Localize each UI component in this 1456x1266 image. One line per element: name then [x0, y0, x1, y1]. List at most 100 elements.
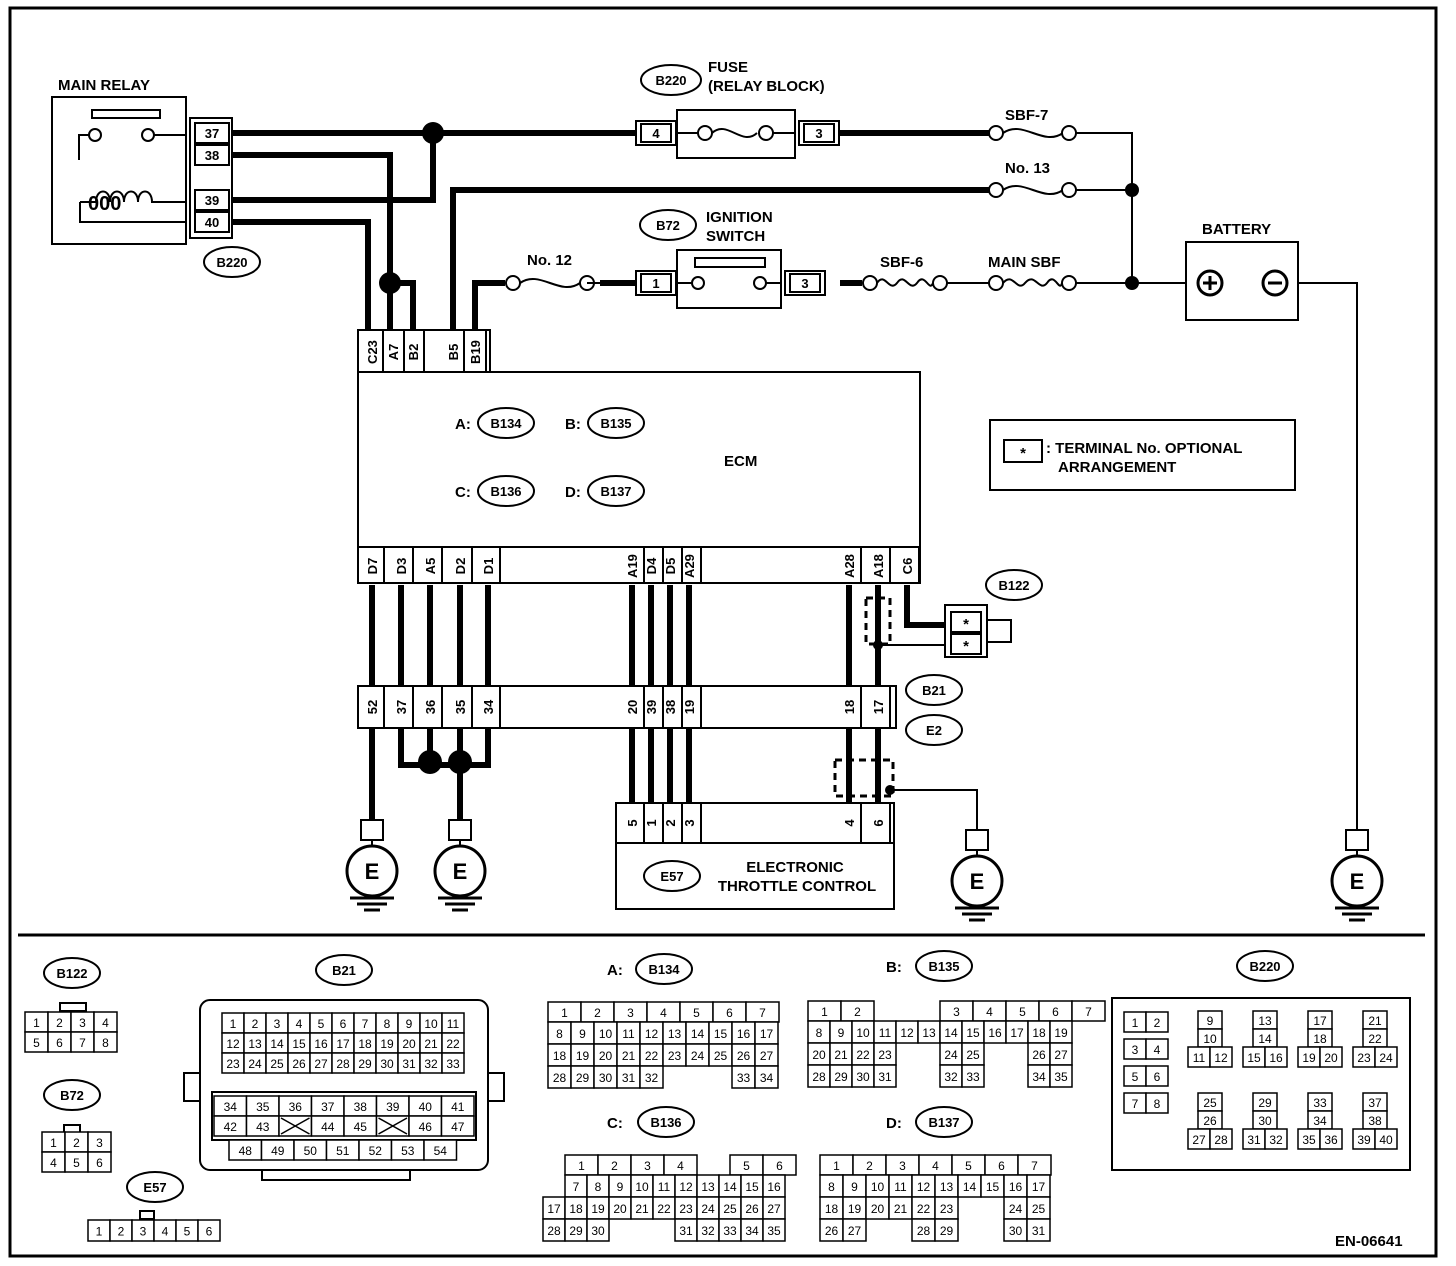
layout-cell	[842, 1218, 867, 1242]
layout-pin-number: 2	[118, 1225, 125, 1239]
layout-pin-number: 26	[1203, 1114, 1217, 1128]
layout-pin-number: 25	[270, 1057, 284, 1071]
connector-tag	[1236, 950, 1294, 982]
layout-cell	[1264, 1046, 1288, 1068]
layout-pin-number: 14	[270, 1037, 284, 1051]
layout-pin-number: 30	[1258, 1114, 1272, 1128]
layout-pin-number: 31	[679, 1224, 693, 1238]
layout-pin-number: 36	[1324, 1133, 1338, 1147]
b122-pin-number: *	[963, 616, 969, 633]
layout-pin-number: 2	[252, 1017, 259, 1031]
layout-pin-number: 6	[998, 1159, 1005, 1173]
note-line2: ARRANGEMENT	[1058, 459, 1176, 476]
connector-tag	[587, 407, 645, 439]
junction-dot	[1125, 183, 1139, 197]
ignition-pin-number: 3	[801, 276, 808, 291]
ecm-bottom-pin-number: A18	[871, 554, 886, 578]
connector-tag-label: B21	[332, 963, 356, 978]
layout-cell	[1026, 1218, 1051, 1242]
layout-pin-number: 22	[917, 1202, 931, 1216]
layout-pin-number: 28	[917, 1224, 931, 1238]
layout-pin-number: 4	[677, 1159, 684, 1173]
ecm-bottom-pin-number: A28	[842, 554, 857, 578]
ecm-top-pin-number: B2	[406, 344, 421, 361]
layout-pin-number: 49	[271, 1144, 285, 1158]
layout-pin-number: 28	[553, 1071, 567, 1085]
layout-pin-number: 1	[1132, 1016, 1139, 1030]
ecm-bottom-pin-number: D2	[453, 558, 468, 575]
ignition-sublabel: SWITCH	[706, 228, 765, 245]
layout-pin-number: 12	[1214, 1051, 1228, 1065]
sbf6-fuse-icon	[876, 278, 934, 287]
prefix-c: C:	[455, 484, 471, 501]
connector-tag	[635, 953, 693, 985]
layout-pin-number: 24	[691, 1049, 705, 1063]
layout-pin-number: 18	[825, 1202, 839, 1216]
layout-pin-number: 8	[828, 1180, 835, 1194]
connector-layouts: B122 B72 E57 B21 A: B134 B: B135 C: B136…	[24, 950, 1411, 1242]
fuse-terminal	[505, 275, 521, 291]
layout-pin-number: 8	[595, 1180, 602, 1194]
layout-pin-number: 4	[162, 1225, 169, 1239]
layout-pin-number: 28	[812, 1070, 826, 1084]
connector-tag	[126, 1171, 184, 1203]
ground-icon	[433, 844, 487, 898]
layout-pin-number: 19	[1054, 1026, 1068, 1040]
layout-pin-number: 1	[821, 1005, 828, 1019]
ignition-contact-bar	[694, 257, 766, 268]
layout-pin-number: 8	[384, 1017, 391, 1031]
layout-pin-number: 27	[1054, 1048, 1068, 1062]
relay-pin	[194, 211, 230, 233]
ground-terminal	[1345, 829, 1369, 851]
layout-pin-number: 2	[1154, 1016, 1161, 1030]
layout-pin-number: 3	[1132, 1043, 1139, 1057]
connector-tag	[43, 957, 101, 989]
layout-pin-number: 7	[1132, 1097, 1139, 1111]
layout-pin-number: 17	[1032, 1180, 1046, 1194]
wire-relay-40	[230, 219, 371, 335]
ecm-top-pin-number: C23	[365, 340, 380, 364]
layout-pin-number: 21	[1368, 1014, 1382, 1028]
layout-pin-number: 33	[446, 1057, 460, 1071]
layout-pin-number: 2	[611, 1159, 618, 1173]
connector-tag-label: B122	[998, 578, 1029, 593]
b21-pin-number: 35	[453, 700, 468, 714]
relay-pin-number: 37	[205, 126, 219, 141]
layout-cell	[441, 1052, 465, 1074]
connector-tag-label: B220	[1249, 959, 1280, 974]
layout-pin-number: 25	[723, 1202, 737, 1216]
connector-tag	[985, 569, 1043, 601]
layout-pin-number: 3	[644, 1159, 651, 1173]
layout-pin-number: 4	[660, 1006, 667, 1020]
prefix-b: B:	[886, 959, 902, 976]
layout-pin-number: 32	[1269, 1133, 1283, 1147]
layout-pin-number: 18	[569, 1202, 583, 1216]
b21-pin-number: 18	[842, 700, 857, 714]
b21-pin-number: 20	[625, 700, 640, 714]
layout-cell	[1209, 1046, 1233, 1068]
layout-pin-number: 38	[354, 1100, 368, 1114]
layout-pin-number: 21	[424, 1037, 438, 1051]
layout-pin-number: 24	[1379, 1051, 1393, 1065]
b21-housing-tab	[487, 1072, 505, 1102]
layout-pin-number: 33	[966, 1070, 980, 1084]
fuse-terminal	[988, 275, 1004, 291]
layout-pin-number: 20	[871, 1202, 885, 1216]
connector-tag	[639, 209, 697, 241]
connector-tag-label: B220	[655, 73, 686, 88]
etc-pin-number: 1	[644, 819, 659, 826]
layout-pin-number: 5	[184, 1225, 191, 1239]
wire-shield-ground	[890, 789, 978, 830]
layout-pin-number: 14	[944, 1026, 958, 1040]
layout-pin-number: 41	[451, 1100, 465, 1114]
layout-pin-number: 18	[1032, 1026, 1046, 1040]
layout-pin-number: 4	[296, 1017, 303, 1031]
layout-cell	[961, 1064, 985, 1088]
layout-pin-number: 54	[434, 1144, 448, 1158]
layout-pin-number: 17	[336, 1037, 350, 1051]
ground-label: E	[453, 859, 468, 884]
connector-tag-label: B136	[650, 1115, 681, 1130]
ecm-label: ECM	[724, 453, 757, 470]
layout-pin-number: 3	[899, 1159, 906, 1173]
